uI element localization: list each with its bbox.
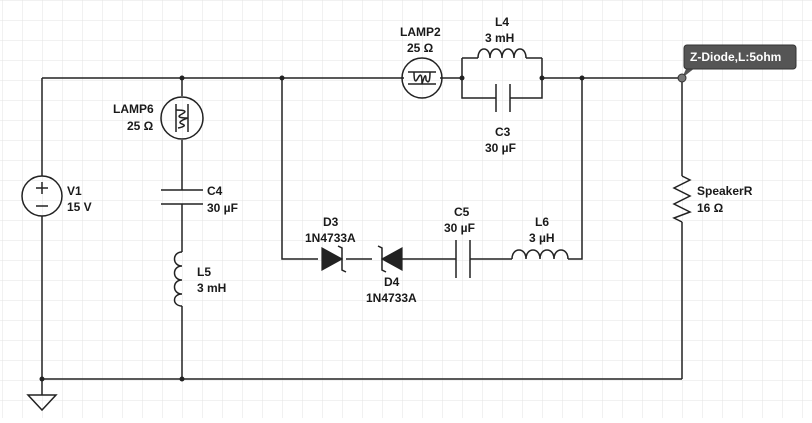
lamp2-name-label: LAMP2: [400, 25, 441, 39]
c4-value-label: 30 µF: [207, 201, 238, 215]
zener-diode-d4[interactable]: [377, 245, 403, 273]
d3-name-label: D3: [323, 215, 339, 229]
l4-value-label: 3 mH: [485, 31, 514, 45]
d4-value-label: 1N4733A: [366, 291, 417, 305]
inductor-l4[interactable]: [477, 48, 527, 59]
d4-name-label: D4: [384, 275, 400, 289]
c3-value-label: 30 µF: [485, 141, 516, 155]
lamp6-name-label: LAMP6: [113, 102, 154, 116]
inductor-l5[interactable]: [173, 251, 183, 307]
lamp6-value-label: 25 Ω: [127, 119, 154, 133]
speakerr-name-label: SpeakerR: [697, 184, 753, 198]
v1-name-label: V1: [67, 184, 82, 198]
inductor-l6[interactable]: [511, 249, 569, 260]
c5-value-label: 30 µF: [444, 221, 475, 235]
speakerr-value-label: 16 Ω: [697, 201, 724, 215]
resistor-speakerr[interactable]: [672, 175, 692, 223]
l5-name-label: L5: [197, 265, 211, 279]
lamp-lamp6[interactable]: [160, 96, 204, 140]
lamp2-value-label: 25 Ω: [407, 41, 434, 55]
capacitor-c4[interactable]: [161, 189, 203, 205]
c3-name-label: C3: [495, 125, 511, 139]
ground-icon[interactable]: [26, 394, 58, 412]
voltage-source-v1[interactable]: [21, 175, 63, 217]
c4-name-label: C4: [207, 184, 223, 198]
l6-value-label: 3 µH: [529, 231, 555, 245]
c5-name-label: C5: [454, 205, 470, 219]
l5-value-label: 3 mH: [197, 281, 226, 295]
l6-name-label: L6: [535, 215, 549, 229]
wires: [41, 57, 683, 395]
probe-label: Z-Diode,L:5ohm: [690, 50, 781, 64]
v1-value-label: 15 V: [67, 200, 92, 214]
probe-callout[interactable]: Z-Diode,L:5ohm: [677, 44, 797, 83]
lamp-lamp2[interactable]: [401, 57, 443, 99]
capacitor-c5[interactable]: [455, 240, 471, 278]
junction-dots: [39, 75, 585, 382]
d3-value-label: 1N4733A: [305, 231, 356, 245]
l4-name-label: L4: [495, 15, 509, 29]
zener-diode-d3[interactable]: [321, 245, 347, 273]
capacitor-c3[interactable]: [495, 84, 511, 112]
